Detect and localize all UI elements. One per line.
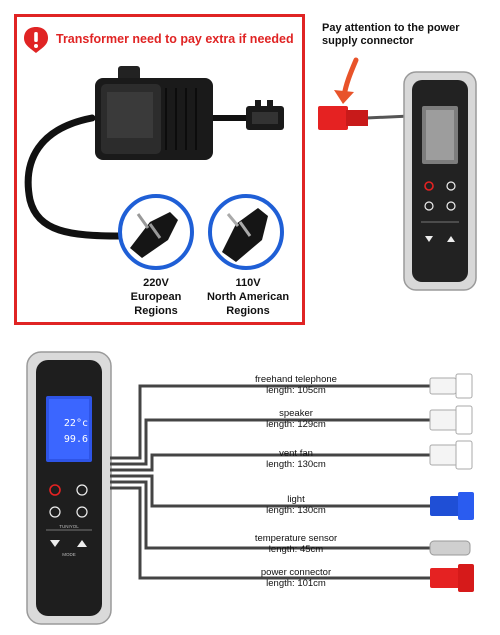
red-power-connector-icon: [318, 106, 411, 130]
cable-length: length: 105cm: [266, 385, 326, 396]
plug-region-eu: 220V European Regions: [116, 276, 196, 318]
mode-label: MODE: [62, 552, 76, 557]
plug-region-us: 110V North American Regions: [200, 276, 296, 318]
cable-label-telephone: freehand telephone length: 105cm: [236, 374, 356, 396]
cable-label-sensor: temperature sensor length: 45cm: [236, 533, 356, 555]
cable-label-fan: vent fan length: 130cm: [236, 448, 356, 470]
power-connector-note: Pay attention to the power supply connec…: [322, 22, 460, 48]
voltage-label: 110V: [235, 277, 261, 289]
connector-light-icon: [430, 492, 474, 520]
eu-plug-icon: [118, 194, 194, 270]
cable-name: vent fan: [279, 448, 313, 459]
cable-name: speaker: [279, 408, 313, 419]
region-label: European: [130, 291, 182, 303]
temperature-sensor-icon: [429, 540, 471, 556]
controller-panel-bottom: [26, 351, 112, 625]
controller-panel-top: [403, 71, 477, 291]
cable-label-power: power connector length: 101cm: [236, 567, 356, 589]
cable-label-speaker: speaker length: 129cm: [236, 408, 356, 430]
cable-name: light: [287, 494, 305, 505]
cable-name: power connector: [260, 567, 332, 578]
arrow-down-icon: [334, 57, 359, 104]
note-line: Pay attention to the power: [322, 22, 460, 34]
region-label: Regions: [134, 305, 178, 317]
transformer-warning-box: [14, 14, 305, 325]
connector-speaker-icon: [429, 405, 473, 435]
region-label: North American: [206, 291, 290, 303]
connector-fan-icon: [429, 440, 473, 470]
connector-power-icon: [430, 564, 474, 592]
warning-text: Transformer need to pay extra if needed: [56, 32, 294, 46]
cable-label-light: light length: 130cm: [236, 494, 356, 516]
display-value: 99.6: [63, 434, 88, 445]
cable-length: length: 101cm: [266, 578, 326, 589]
cable-bundle: [110, 384, 430, 580]
cable-length: length: 129cm: [266, 419, 326, 430]
cable-length: length: 130cm: [266, 505, 326, 516]
transformer-icon: [95, 66, 213, 160]
connector-telephone-icon: [429, 373, 473, 399]
voltage-label: 220V: [143, 277, 169, 289]
dc-connector-icon: [246, 100, 284, 130]
note-line: supply connector: [322, 35, 414, 47]
brand-label: TUNIYOL: [59, 524, 79, 529]
cable-length: length: 45cm: [268, 544, 324, 555]
display-temperature: 22°c: [63, 418, 88, 429]
us-plug-icon: [208, 194, 284, 270]
cable-name: freehand telephone: [255, 374, 337, 385]
exclamation-icon: [24, 27, 48, 53]
cable-name: temperature sensor: [254, 533, 338, 544]
region-label: Regions: [226, 305, 270, 317]
cable-length: length: 130cm: [266, 459, 326, 470]
